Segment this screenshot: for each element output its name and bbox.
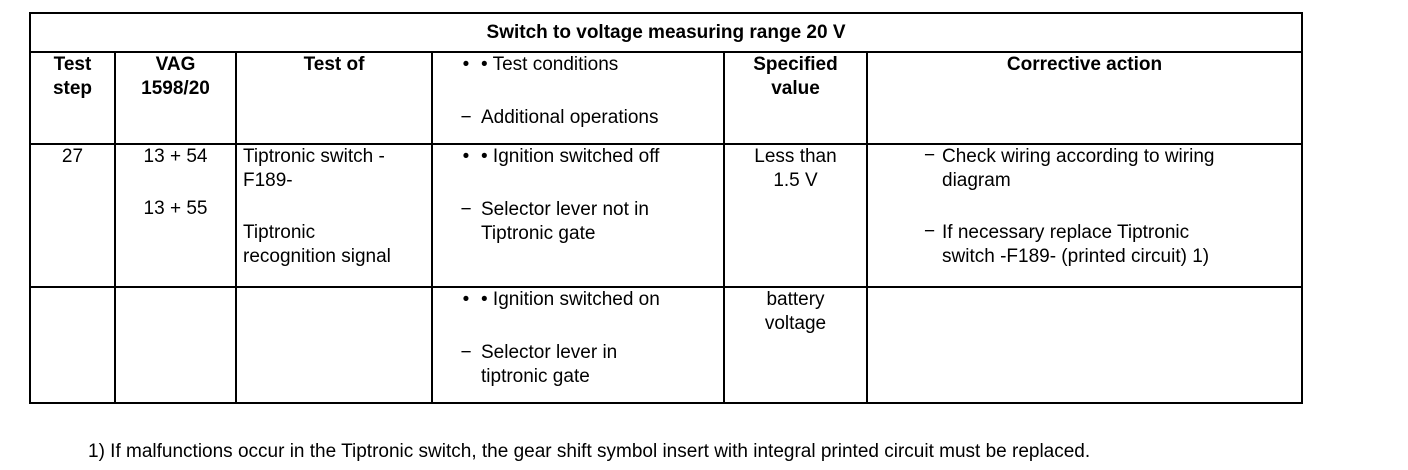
condition-text: • Ignition switched off [481, 146, 660, 167]
header-vag-line1: VAG [155, 54, 196, 75]
bullet-icon: • [462, 146, 470, 167]
cell-vag [114, 286, 237, 404]
vag-pin-b: 13 + 55 [143, 198, 208, 219]
operation-line: − Selector lever in tiptronic gate [460, 341, 723, 389]
specified-line2: voltage [764, 313, 827, 334]
test-of-b-line2: recognition signal [243, 246, 391, 267]
condition-line: • • Ignition switched off [463, 145, 723, 169]
operation-text-line1: Selector lever in [481, 342, 618, 363]
operation-text-line1: Selector lever not in [481, 199, 649, 220]
test-of-b-line1: Tiptronic [243, 222, 316, 243]
spacer [481, 169, 723, 198]
cell-test-step: 27 [29, 143, 116, 288]
table-title: Switch to voltage measuring range 20 V [28, 12, 1304, 53]
bullet-icon: • [462, 54, 470, 75]
header-test-of: Test of [235, 51, 433, 145]
header-test-step-line2: step [52, 78, 93, 99]
specified-line2: 1.5 V [773, 170, 818, 191]
header-specified-value: Specified value [723, 51, 868, 145]
corrective-a-line2: diagram [942, 170, 1011, 191]
table-title-row: Switch to voltage measuring range 20 V [28, 12, 1304, 53]
condition-line: • • Ignition switched on [463, 288, 723, 312]
header-additional-operations: Additional operations [481, 107, 659, 128]
table-header-row: Test step VAG 1598/20 Test of • • Test c… [29, 51, 1304, 145]
table-row: • • Ignition switched on − Selector leve… [29, 286, 1304, 404]
corrective-b-line1: If necessary replace Tiptronic [942, 222, 1190, 243]
spacer [481, 312, 723, 341]
operation-line: − Selector lever not in Tiptronic gate [460, 198, 723, 246]
cell-test-of: Tiptronic switch - F189- Tiptronic recog… [235, 143, 433, 288]
cell-test-step [29, 286, 116, 404]
dash-icon: − [460, 342, 472, 363]
header-test-step-line1: Test [53, 54, 92, 75]
spacer [243, 193, 431, 221]
header-vag-line2: 1598/20 [141, 78, 210, 99]
cell-vag: 13 + 54 13 + 55 [114, 143, 237, 288]
header-operations-line: − Additional operations [460, 106, 723, 130]
header-condition-line: • • Test conditions [463, 53, 723, 77]
header-test-conditions: • Test conditions [481, 54, 619, 75]
header-vag: VAG 1598/20 [114, 51, 237, 145]
header-corrective-action: Corrective action [865, 51, 1304, 145]
spacer [116, 169, 235, 197]
header-test-step: Test step [29, 51, 116, 145]
header-conditions: • • Test conditions − Additional operati… [431, 51, 725, 145]
footnote: 1) If malfunctions occur in the Tiptroni… [88, 441, 1091, 462]
cell-corrective-action: − Check wiring according to wiring diagr… [865, 143, 1304, 288]
cell-specified-value: Less than 1.5 V [723, 143, 868, 288]
header-specified-line2: value [771, 78, 820, 99]
specified-line1: Less than [754, 146, 837, 167]
cell-conditions: • • Ignition switched off − Selector lev… [431, 143, 725, 288]
test-table: Switch to voltage measuring range 20 V T… [28, 12, 1304, 404]
operation-text-line2: Tiptronic gate [481, 223, 596, 244]
operation-text-line2: tiptronic gate [481, 366, 590, 387]
cell-conditions: • • Ignition switched on − Selector leve… [431, 286, 725, 404]
table-row: 27 13 + 54 13 + 55 Tiptronic switch - F1… [29, 143, 1304, 288]
spacer [481, 77, 723, 106]
vag-pin-a: 13 + 54 [143, 146, 208, 167]
test-of-a-line1: Tiptronic switch - [243, 146, 385, 167]
corrective-a-line1: Check wiring according to wiring [942, 146, 1215, 167]
corrective-b-line2: switch -F189- (printed circuit) 1) [942, 246, 1210, 267]
specified-line1: battery [766, 289, 825, 310]
cell-specified-value: battery voltage [723, 286, 868, 404]
spacer [942, 193, 1301, 221]
condition-text: • Ignition switched on [481, 289, 660, 310]
corrective-item: − If necessary replace Tiptronic switch … [924, 221, 1301, 269]
dash-icon: − [924, 145, 936, 166]
dash-icon: − [460, 107, 472, 128]
header-specified-line1: Specified [753, 54, 838, 75]
dash-icon: − [924, 221, 936, 242]
cell-test-of [235, 286, 433, 404]
cell-corrective-action [865, 286, 1304, 404]
test-of-a-line2: F189- [243, 170, 293, 191]
dash-icon: − [460, 199, 472, 220]
corrective-item: − Check wiring according to wiring diagr… [924, 145, 1301, 193]
bullet-icon: • [462, 289, 470, 310]
